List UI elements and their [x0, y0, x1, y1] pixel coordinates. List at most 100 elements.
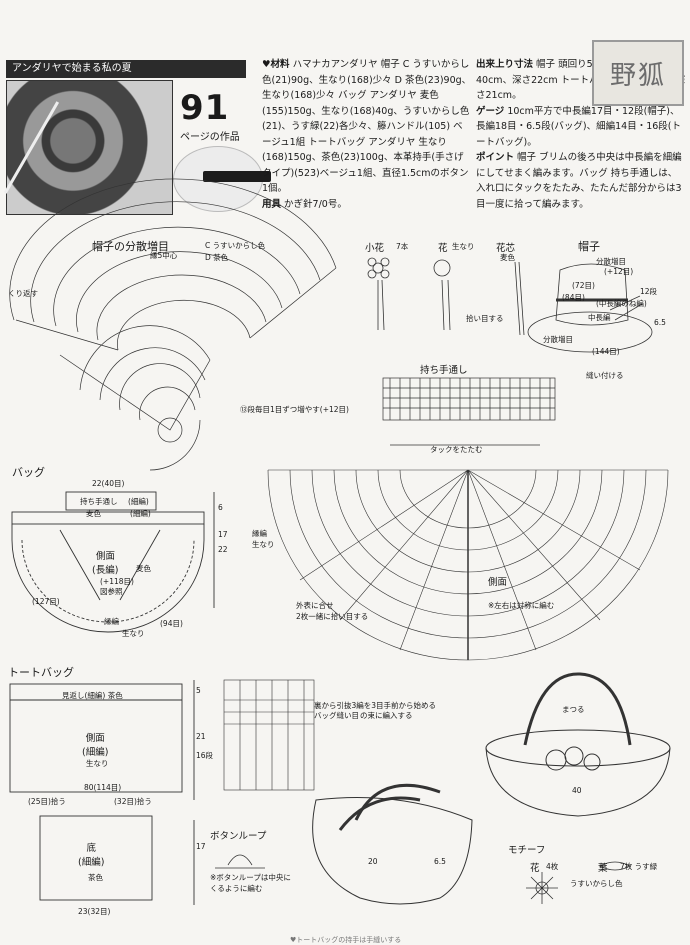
bag-edge: 縁編 — [104, 617, 119, 626]
tote-stitch-chart — [223, 679, 315, 791]
page-ref: ページの作品 — [180, 132, 240, 143]
tote-80: 80(114目) — [84, 783, 122, 792]
bag-inc: (+118目) — [100, 577, 134, 586]
bag-schematic — [11, 491, 215, 633]
strap-title: 持ち手通し — [420, 365, 468, 376]
yarn-sample-bar — [203, 171, 271, 182]
motif-flower-count: 4枚 — [546, 862, 559, 871]
tote-23: 23(32目) — [78, 907, 111, 916]
flower-title: 花 — [438, 243, 448, 254]
button-loop-chart — [215, 854, 265, 869]
tools-heading: 用具 — [262, 198, 282, 210]
bag-side-note: ※左右は対称に編む — [488, 601, 555, 610]
tote-side: 側面 (細編) — [82, 733, 109, 758]
tote-chart-note3: の束に編入する — [360, 711, 413, 720]
hat-increase-title: 帽子の分散増目 — [92, 240, 169, 253]
tote-chart-note1: 裏から引抜3編を3目手前から始める — [314, 701, 437, 710]
hat-mid: 中長編 — [588, 313, 611, 322]
bag-127: (127目) — [32, 597, 60, 606]
finished-size-heading: 出来上り寸法 — [476, 59, 534, 70]
tote-schematic — [9, 680, 195, 905]
small-flower-title: 小花 — [365, 243, 385, 254]
tote-21: 21 — [196, 732, 206, 741]
hat-start: ⑬段毎目1目ずつ増やす(+12目) — [240, 405, 349, 414]
bag-strap-label: 持ち手通し — [80, 497, 118, 506]
motif-diagram — [526, 861, 631, 904]
hat-brim-bottom: (144目) — [592, 347, 620, 356]
header-banner: アンダリヤで始まる私の夏 — [6, 60, 246, 78]
hat-dims-12: 12段 — [640, 287, 658, 296]
bag-color2: (細編) — [130, 509, 151, 518]
bag-outer-note: 外表に合せ 2枚一緒に拾い目する — [296, 601, 369, 621]
small-flower-diagram — [367, 257, 525, 336]
bag-side-label: 側面 — [96, 551, 116, 562]
materials-text: ハマナカアンダリヤ 帽子 C うすいからし色(21)90g、生なり(168)少々… — [262, 59, 472, 194]
tote-32: (32目)拾う — [114, 797, 152, 806]
tote-title: トートバッグ — [8, 666, 74, 679]
motif-leaf-count: 7枚 うす緑 — [620, 862, 658, 871]
hat-title: 帽子 — [578, 240, 600, 253]
bag-17: 17 — [218, 530, 228, 539]
bag-6: 6 — [218, 503, 223, 512]
hat-increase-label: 分散増目 — [596, 257, 626, 266]
bag-width: 22(40目) — [92, 479, 125, 488]
edge-marks: 縁5中心 — [150, 251, 178, 260]
sew-note: 縫い付ける — [586, 371, 624, 380]
tote-facing: 見返し(細編) 茶色 — [62, 691, 123, 700]
tote-17: 17 — [196, 842, 206, 851]
gauge-heading: ゲージ — [476, 105, 505, 117]
tuck-label: タックをたたむ — [430, 445, 483, 454]
motif-flower: 花 — [530, 863, 540, 874]
tote-16: 16段 — [196, 751, 214, 760]
flower-center-title: 花芯 — [496, 243, 516, 254]
tote-base-color: 茶色 — [88, 873, 103, 882]
bag-height: 22 — [218, 545, 228, 554]
tote-illus-20: 20 — [368, 857, 378, 866]
motif-title: モチーフ — [508, 845, 546, 856]
tote-color: 生なり — [86, 759, 109, 768]
tote-illus-6-5: 6.5 — [434, 857, 446, 866]
flower-center-color: 麦色 — [500, 253, 515, 262]
hat-increase-chart — [9, 178, 337, 471]
pickup-note: 拾い目する — [466, 314, 504, 323]
point-text: 帽子 ブリムの後ろ中央は中長編を細編にしてせまく編みます。バッグ 持ち手通しは、… — [476, 152, 682, 210]
small-flower-count: 7本 — [396, 242, 409, 251]
tote-5: 5 — [196, 686, 201, 695]
gauge-text: 10cm平方で中長編17目・12段(帽子)、長編18目・6.5段(バッグ)、細編… — [476, 105, 681, 148]
hat-illustration — [527, 263, 653, 353]
bag-94: (94目) — [160, 619, 183, 628]
legend-d: D 茶色 — [205, 253, 229, 262]
bag-title: バッグ — [12, 466, 45, 479]
bag-illus-mat: まつる — [562, 705, 585, 714]
bag-color3: 麦色 — [136, 564, 151, 573]
tote-25: (25目)拾う — [28, 797, 66, 806]
bag-strap-edge: (細編) — [128, 497, 149, 506]
button-loop-title: ボタンループ — [210, 831, 267, 842]
bag-edge-label2: 縁編 生なり — [252, 529, 275, 549]
bag-stitch-label: (長編) — [92, 565, 119, 576]
flower-color: 生なり — [452, 242, 475, 251]
bag-side-chart — [267, 469, 669, 661]
pattern-number: 91 — [180, 88, 230, 128]
hat-dim2: (84目) — [562, 293, 585, 302]
bag-side-title: 側面 — [488, 577, 508, 588]
tote-chart-note2: バッグ縫い目 — [314, 711, 359, 720]
tote-base: 底 (細編) — [78, 843, 105, 868]
button-loop-note: ※ボタンループは中央に くるように編む — [210, 873, 291, 893]
tote-illustration — [312, 783, 473, 905]
materials-section: ♥材料 ハマナカアンダリヤ 帽子 C うすいからし色(21)90g、生なり(16… — [262, 57, 472, 212]
motif-leaf: 葉 — [598, 863, 608, 874]
point-heading: ポイント — [476, 152, 515, 163]
motif-color: うすいからし色 — [570, 879, 623, 888]
tools-text: かぎ針7/0号。 — [284, 198, 347, 210]
brim-edge: くり返す — [8, 289, 38, 298]
hat-increase-value: (+12目) — [604, 267, 634, 276]
footer-note: ♥トートバッグの持手は手縫いする — [290, 936, 402, 944]
strap-chart — [382, 377, 556, 446]
hat-brim-increase: 分散増目 — [543, 335, 573, 344]
bag-ref: 図参照 — [100, 587, 123, 596]
legend-c: C うすいからし色 — [205, 241, 266, 250]
bag-edge-color: 生なり — [122, 629, 145, 638]
hat-mid2: (中長編のね編) — [596, 299, 647, 308]
